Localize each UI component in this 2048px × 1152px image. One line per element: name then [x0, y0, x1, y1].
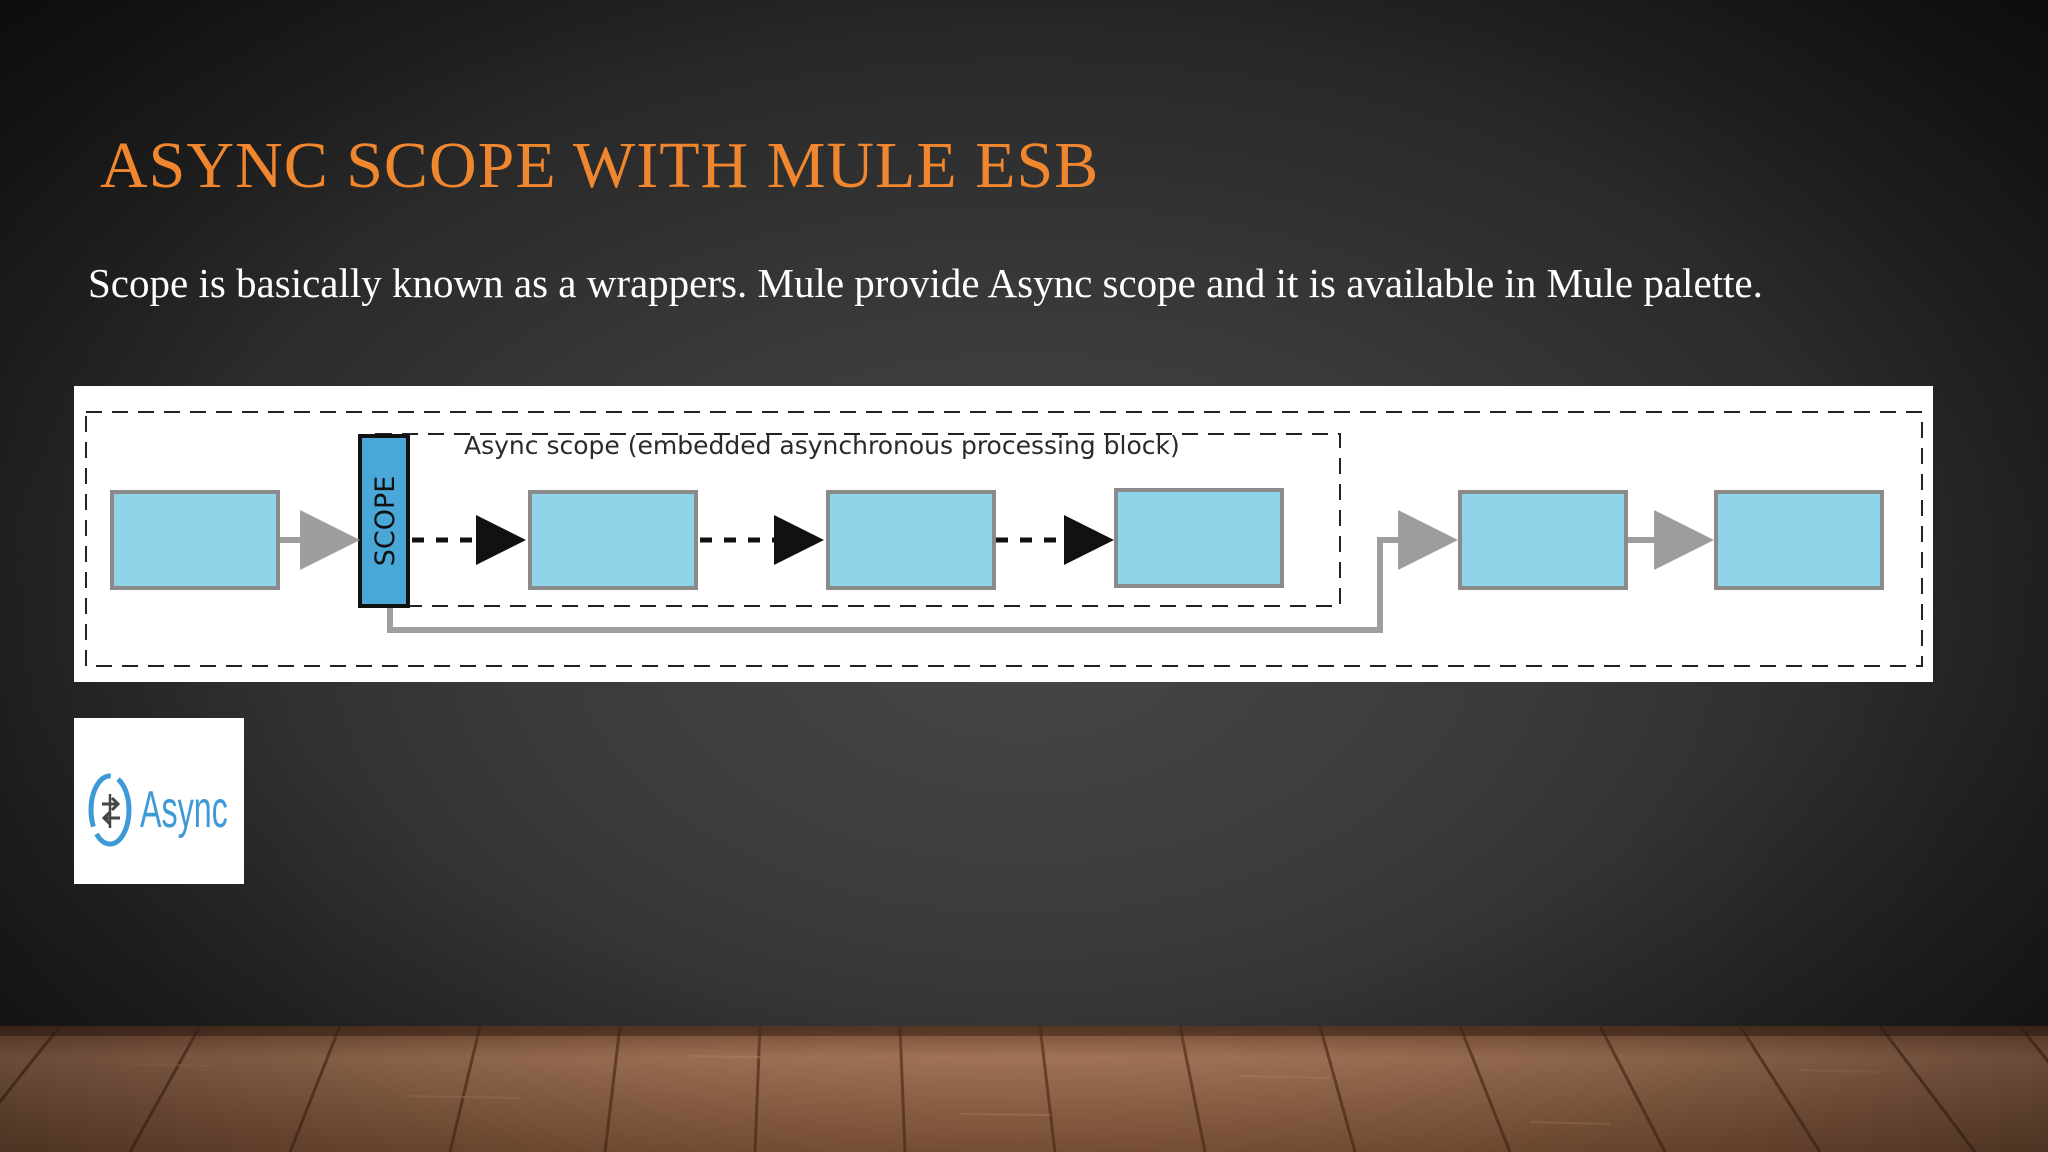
async-palette-icon: Async — [74, 718, 244, 884]
processor-box-1 — [110, 490, 280, 590]
processor-box-4 — [1114, 488, 1284, 588]
flow-boundary — [85, 411, 1923, 667]
processor-box-2 — [528, 490, 698, 590]
processor-box-3 — [826, 490, 996, 590]
wooden-floor — [0, 1026, 2048, 1152]
scope-bar-label: SCOPE — [370, 476, 401, 567]
processor-box-5 — [1458, 490, 1628, 590]
async-scope-caption: Async scope (embedded asynchronous proce… — [464, 431, 1180, 460]
slide-body-text: Scope is basically known as a wrappers. … — [88, 260, 1763, 306]
processor-box-6 — [1714, 490, 1884, 590]
async-scope-icon — [88, 773, 132, 847]
async-scope-diagram: Async scope (embedded asynchronous proce… — [74, 386, 1933, 682]
slide-title: ASYNC SCOPE WITH MULE ESB — [100, 129, 1100, 202]
scope-bar — [358, 434, 410, 608]
gray-arrow-bypass — [387, 510, 1458, 633]
async-palette-label: Async — [140, 781, 228, 839]
